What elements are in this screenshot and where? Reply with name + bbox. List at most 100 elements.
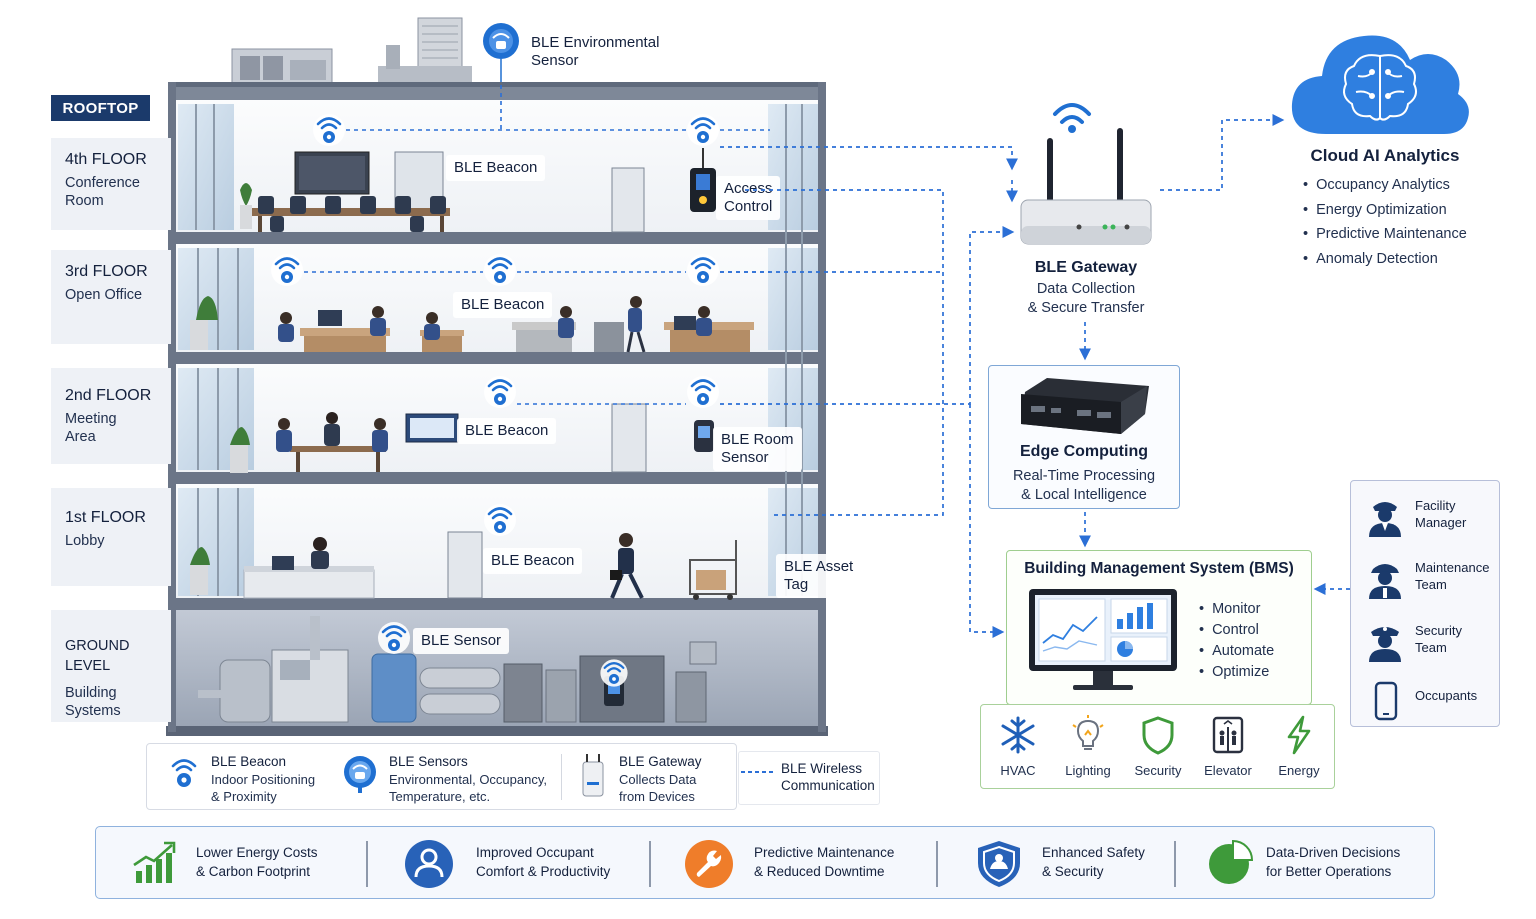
edge-computing-box: Edge Computing Real-Time Processing & Lo… (988, 365, 1180, 509)
security-team-icon (1369, 627, 1401, 662)
list-item: Automate (1199, 641, 1274, 662)
floor-title: 4th FLOOR (65, 151, 147, 168)
legend-title: BLE Gateway (619, 754, 702, 769)
monitor-dashboard-icon (1029, 589, 1177, 690)
facility-manager-icon (1369, 502, 1401, 537)
system-label: Lighting (1065, 763, 1111, 778)
ble-gateway-device (1020, 103, 1152, 245)
callout-asset-tag: BLE Asset Tag (776, 554, 862, 598)
lightbulb-icon (1072, 715, 1104, 750)
cloud-analytics-title: Cloud AI Analytics (1310, 146, 1460, 165)
role-occupants: Occupants (1351, 677, 1499, 727)
floor-title: 3rd FLOOR (65, 263, 148, 280)
system-energy: Energy (1264, 705, 1334, 790)
callout-beacon-1st: BLE Beacon (483, 548, 583, 574)
floor-label-2: 2nd FLOOR Meeting Area (51, 368, 171, 464)
gateway-icon (582, 754, 604, 797)
legend-description: Collects Data from Devices (619, 772, 697, 804)
system-elevator: Elevator (1193, 705, 1263, 790)
users-panel: Facility Manager Maintenance Team Securi… (1350, 480, 1500, 727)
benefit-energy: Lower Energy Costs & Carbon Footprint (96, 827, 366, 900)
role-label: Facility Manager (1415, 498, 1467, 530)
list-item: Energy Optimization (1303, 198, 1467, 223)
system-label: Elevator (1204, 763, 1252, 778)
benefit-divider (1174, 841, 1176, 887)
ble-environmental-sensor (483, 23, 519, 85)
benefit-safety: Enhanced Safety & Security (956, 827, 1176, 900)
callout-access-control: Access Control (716, 176, 781, 220)
conference-room-scene (240, 148, 716, 233)
list-item: Predictive Maintenance (1303, 222, 1467, 247)
legend-description: Environmental, Occupancy, Temperature, e… (389, 772, 547, 804)
legend-beacon: BLE Beacon Indoor Positioning & Proximit… (167, 744, 337, 811)
list-item: Anomaly Detection (1303, 247, 1467, 272)
legend-title: BLE Wireless Communication (781, 761, 875, 793)
legend-gateway: BLE Gateway Collects Data from Devices (579, 744, 729, 811)
elevator-icon (1212, 716, 1244, 754)
rooftop-label: ROOFTOP (51, 95, 150, 121)
list-item: Optimize (1199, 662, 1274, 683)
floor-subtitle: Lobby (65, 533, 105, 549)
callout-room-sensor: BLE Room Sensor (713, 427, 802, 471)
wifi-icon (1053, 103, 1091, 133)
system-lighting: Lighting (1053, 705, 1123, 790)
callout-beacon-2nd: BLE Beacon (457, 418, 557, 444)
system-label: Energy (1278, 763, 1320, 778)
floor-label-4: 4th FLOOR Conference Room (51, 138, 171, 230)
callout-beacon-4th: BLE Beacon (446, 155, 546, 181)
floor-label-3: 3rd FLOOR Open Office (51, 250, 171, 344)
benefit-divider (936, 841, 938, 887)
benefit-text: Improved Occupant Comfort & Productivity (476, 845, 611, 879)
legend-divider (561, 754, 562, 800)
gateway-title: BLE Gateway (1034, 259, 1138, 276)
lobby-scene (190, 531, 737, 600)
benefit-maintenance: Predictive Maintenance & Reduced Downtim… (666, 827, 934, 900)
sensor-icon (344, 756, 376, 793)
legend-title: BLE Sensors (389, 754, 468, 769)
beacon-icon (171, 759, 197, 787)
building-systems-equipment (198, 616, 717, 723)
legend-description: Indoor Positioning & Proximity (211, 772, 316, 804)
legend-wireless: BLE Wireless Communication (738, 751, 880, 805)
role-label: Maintenance Team (1415, 560, 1490, 592)
benefit-text: Lower Energy Costs & Carbon Footprint (196, 845, 318, 879)
benefit-text: Data-Driven Decisions for Better Operati… (1266, 845, 1401, 879)
benefit-text: Predictive Maintenance & Reduced Downtim… (754, 845, 895, 879)
meeting-area-scene (230, 403, 714, 473)
edge-device-icon (1021, 378, 1149, 434)
shield-icon (1142, 716, 1174, 755)
list-item: Control (1199, 620, 1274, 641)
benefits-bar: Lower Energy Costs & Carbon Footprint Im… (95, 826, 1435, 899)
callout-environmental-sensor: BLE Environmental Sensor (531, 34, 660, 69)
cloud-analytics-list: Occupancy Analytics Energy Optimization … (1303, 173, 1467, 272)
building-illustration (166, 17, 828, 736)
bms-title: Building Management System (BMS) (1024, 560, 1294, 577)
growth-chart-icon (133, 841, 176, 883)
role-facility-manager: Facility Manager (1351, 491, 1499, 541)
benefit-decisions: Data-Driven Decisions for Better Operati… (1192, 827, 1432, 900)
rooftop-hvac-unit (240, 56, 326, 80)
cloud-icon (1291, 35, 1469, 134)
legend: BLE Beacon Indoor Positioning & Proximit… (146, 743, 737, 810)
wrench-icon (685, 840, 733, 888)
system-label: HVAC (1000, 763, 1036, 778)
edge-title: Edge Computing (1020, 443, 1148, 460)
smartphone-icon (1374, 681, 1398, 721)
pie-chart-icon (1209, 839, 1254, 884)
maintenance-team-icon (1369, 564, 1401, 599)
lightning-icon (1287, 715, 1311, 755)
edge-description: Real-Time Processing & Local Intelligenc… (1012, 468, 1156, 503)
floor-title: GROUND LEVEL (65, 638, 130, 674)
dashed-line-icon (741, 771, 775, 773)
benefit-divider (649, 841, 651, 887)
legend-title: BLE Beacon (211, 754, 287, 769)
callout-beacon-3rd: BLE Beacon (453, 292, 553, 318)
benefit-divider (366, 841, 368, 887)
floor-label-1: 1st FLOOR Lobby (51, 488, 171, 586)
role-maintenance-team: Maintenance Team (1351, 553, 1499, 603)
role-label: Occupants (1415, 688, 1478, 703)
bms-functions-list: Monitor Control Automate Optimize (1199, 599, 1274, 683)
callout-ground-sensor: BLE Sensor (413, 628, 510, 654)
system-security: Security (1123, 705, 1193, 790)
list-item: Occupancy Analytics (1303, 173, 1467, 198)
